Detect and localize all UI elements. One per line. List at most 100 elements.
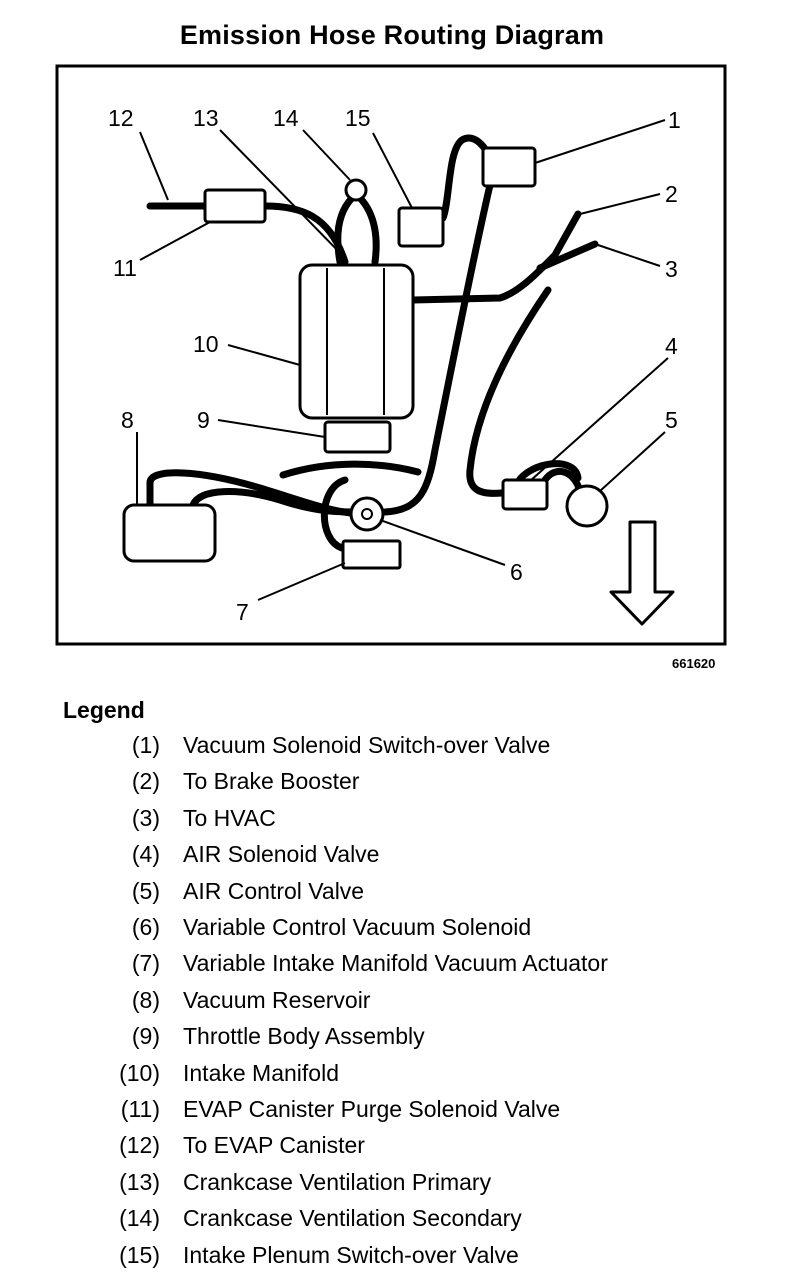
legend-item-number: (4) <box>131 841 160 868</box>
callout-1: 1 <box>668 107 681 133</box>
legend-item-label: Variable Control Vacuum Solenoid <box>183 914 532 940</box>
legend-item: (11) EVAP Canister Purge Solenoid Valve <box>0 1096 800 1128</box>
legend-item-number: (10) <box>119 1059 160 1086</box>
hose-crankcase-primary <box>334 194 356 266</box>
callout-5: 5 <box>665 407 678 433</box>
hose-vacuum-valve-to-solenoid <box>381 181 494 516</box>
hose-routing-diagram: 12 13 14 15 1 2 3 4 5 11 10 9 8 6 7 <box>55 64 727 646</box>
leader-13 <box>219 129 346 259</box>
legend-item-number: (11) <box>120 1096 160 1122</box>
hose-reservoir-secondary <box>189 488 359 516</box>
leader-2 <box>579 193 661 215</box>
callout-2: 2 <box>665 181 678 207</box>
diagram-title: Emission Hose Routing Diagram <box>179 20 605 50</box>
legend-item: (4) AIR Solenoid Valve <box>0 841 800 873</box>
legend-item: (14) Crankcase Ventilation Secondary <box>0 1205 800 1237</box>
legend-item: (3) To HVAC <box>0 805 800 837</box>
legend-item-label: Crankcase Ventilation Primary <box>183 1168 492 1195</box>
legend-item-number: (8) <box>131 986 160 1013</box>
manifold-vacuum-actuator <box>341 539 402 570</box>
legend-item-number: (1) <box>131 732 160 758</box>
leader-1 <box>534 119 666 164</box>
legend-item: (7) Variable Intake Manifold Vacuum Actua… <box>0 950 800 982</box>
legend-item: (15) Intake Plenum Switch-over Valve <box>0 1242 800 1274</box>
legend-item: (1) Vacuum Solenoid Switch-over Valve <box>0 732 800 764</box>
callout-14: 14 <box>273 105 299 131</box>
figure-id: 661620 <box>672 656 716 671</box>
callout-11: 11 <box>113 255 137 281</box>
legend-item-label: Crankcase Ventilation Secondary <box>183 1205 522 1232</box>
diagram-frame <box>55 64 727 646</box>
legend-item-label: Variable Intake Manifold Vacuum Actuator <box>183 950 608 977</box>
legend-item-number: (2) <box>131 768 160 795</box>
air-control-valve <box>565 484 609 528</box>
legend-item-number: (12) <box>119 1132 160 1159</box>
legend-item-label: Vacuum Reservoir <box>183 986 371 1013</box>
hose-air-solenoid-to-manifold <box>514 460 582 486</box>
legend-item-label: To HVAC <box>183 804 276 831</box>
leader-11 <box>139 221 211 261</box>
legend-item-label: EVAP Canister Purge Solenoid Valve <box>183 1096 561 1122</box>
hose-tee-to-air-solenoid <box>466 286 552 497</box>
callout-9: 9 <box>197 407 210 433</box>
leader-10 <box>227 344 301 366</box>
legend-item: (10) Intake Manifold <box>0 1060 800 1092</box>
hose-to-hvac <box>536 240 599 272</box>
leader-9 <box>217 419 326 438</box>
hose-solenoid-to-actuator <box>320 476 349 552</box>
legend-item: (13) Crankcase Ventilation Primary <box>0 1169 800 1201</box>
front-direction-arrow <box>609 520 675 626</box>
leader-15 <box>372 132 413 209</box>
legend-item-label: Vacuum Solenoid Switch-over Valve <box>183 732 551 758</box>
callout-6: 6 <box>510 559 523 585</box>
plenum-switchover-valve <box>397 206 445 248</box>
legend-item-number: (5) <box>131 877 160 904</box>
legend-item-number: (3) <box>131 804 160 831</box>
legend-item: (6) Variable Control Vacuum Solenoid <box>0 914 800 946</box>
callout-3: 3 <box>665 256 678 282</box>
leader-14 <box>302 129 351 181</box>
hose-evap-to-manifold <box>261 202 349 266</box>
crankcase-fitting <box>344 178 368 202</box>
vacuum-reservoir <box>122 503 217 563</box>
legend-item: (9) Throttle Body Assembly <box>0 1023 800 1055</box>
callout-15: 15 <box>345 105 371 131</box>
legend-item: (5) AIR Control Valve <box>0 878 800 910</box>
legend-item-label: AIR Solenoid Valve <box>183 841 380 868</box>
air-solenoid-valve <box>501 478 549 511</box>
legend-item: (2) To Brake Booster <box>0 768 800 800</box>
callout-8: 8 <box>121 407 134 433</box>
legend-item-label: Intake Plenum Switch-over Valve <box>183 1241 519 1268</box>
leader-12 <box>139 131 169 201</box>
legend-item-label: AIR Control Valve <box>183 877 365 904</box>
legend-item-number: (15) <box>119 1241 160 1268</box>
legend-item-number: (13) <box>119 1168 160 1195</box>
throttle-body <box>323 420 392 454</box>
hose-crankcase-secondary <box>356 194 380 266</box>
legend-item-label: To Brake Booster <box>183 768 360 795</box>
legend-heading: Legend <box>63 697 145 723</box>
legend-item-number: (6) <box>131 914 160 940</box>
legend-item-label: Throttle Body Assembly <box>183 1023 425 1050</box>
callout-4: 4 <box>665 333 678 359</box>
legend-item-label: Intake Manifold <box>183 1059 339 1086</box>
hose-manifold-to-brake <box>409 210 582 304</box>
leader-4 <box>529 357 669 482</box>
legend-item-number: (7) <box>131 950 160 977</box>
leader-6 <box>379 519 506 566</box>
leader-5 <box>599 431 666 492</box>
callout-7: 7 <box>236 599 249 625</box>
leader-7 <box>257 562 346 601</box>
legend-item: (12) To EVAP Canister <box>0 1132 800 1164</box>
hose-throttle-return <box>279 460 422 479</box>
callout-12: 12 <box>108 105 134 131</box>
purge-solenoid-valve <box>203 188 267 224</box>
legend-item-label: To EVAP Canister <box>183 1132 365 1159</box>
legend-item-number: (9) <box>131 1023 160 1050</box>
legend-item: (8) Vacuum Reservoir <box>0 987 800 1019</box>
callout-10: 10 <box>193 331 219 357</box>
vacuum-switchover-valve <box>481 146 537 188</box>
legend-item-number: (14) <box>119 1205 160 1232</box>
intake-manifold-body <box>298 263 415 420</box>
leader-3 <box>594 243 661 267</box>
